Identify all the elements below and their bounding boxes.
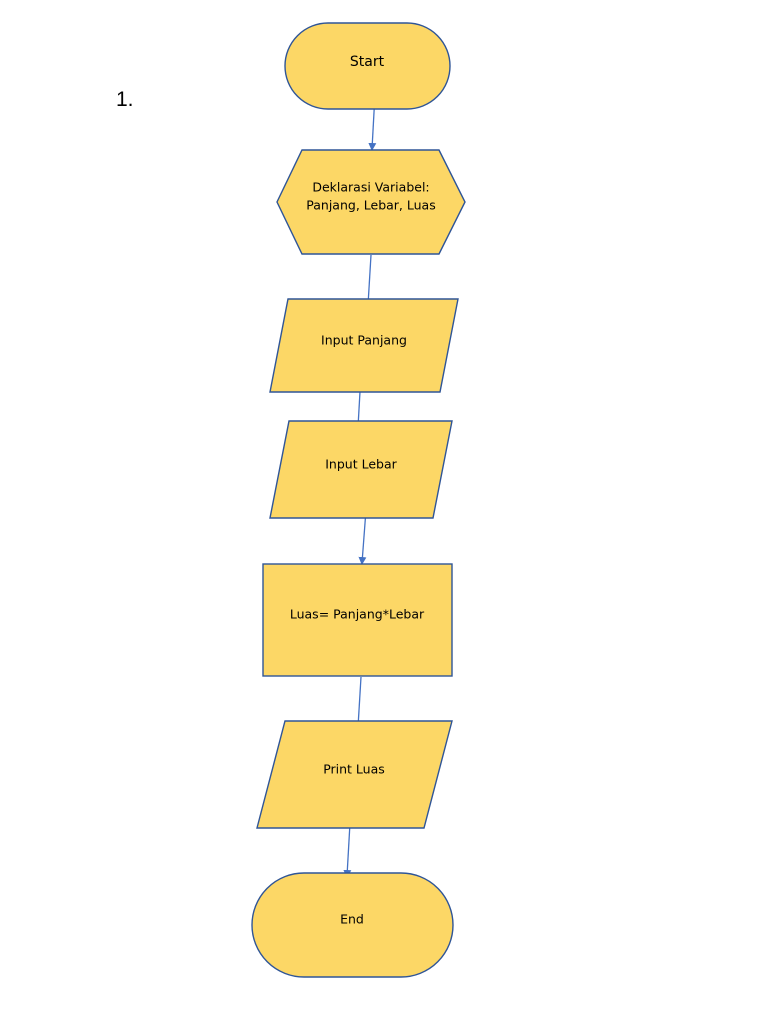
print-parallelogram-shape (256, 720, 453, 829)
print-label: Print Luas (323, 762, 385, 777)
process-label: Luas= Panjang*Lebar (290, 607, 425, 622)
process-rectangle-shape (262, 563, 453, 677)
declaration-label-line2: Panjang, Lebar, Luas (306, 198, 435, 213)
end-terminator-shape (251, 872, 454, 978)
arrow-print-to-end (343, 822, 352, 878)
input-lebar-node: Input Lebar (269, 420, 453, 519)
end-node: End (251, 872, 454, 978)
declaration-node: Deklarasi Variabel: Panjang, Lebar, Luas (276, 149, 466, 255)
input-panjang-parallelogram-shape (269, 298, 459, 393)
process-node: Luas= Panjang*Lebar (262, 563, 453, 677)
end-label: End (340, 912, 364, 927)
declaration-hexagon-shape (276, 149, 466, 255)
start-terminator-shape (284, 22, 451, 110)
arrow-declare-to-input-panjang (364, 254, 373, 307)
input-lebar-label: Input Lebar (325, 457, 397, 472)
declaration-label-line1: Deklarasi Variabel: (312, 180, 429, 195)
start-node: Start (284, 22, 451, 110)
input-panjang-node: Input Panjang (269, 298, 459, 393)
print-node: Print Luas (256, 720, 453, 829)
start-label: Start (350, 54, 385, 70)
arrow-process-to-print (354, 676, 363, 729)
problem-number: 1. (116, 88, 134, 111)
arrow-input-lebar-to-process (358, 509, 367, 565)
input-panjang-label: Input Panjang (321, 333, 407, 348)
input-lebar-parallelogram-shape (269, 420, 453, 519)
